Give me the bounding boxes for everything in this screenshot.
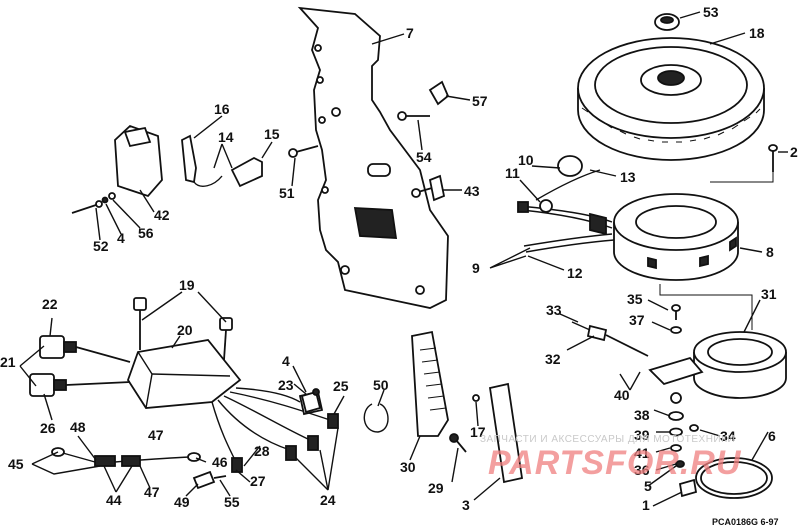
callout-number: 47	[148, 427, 164, 443]
terminal-cover-part	[488, 382, 524, 484]
callout-number: 57	[472, 93, 488, 109]
wire-harness-part	[211, 387, 339, 473]
wire-lead-part	[51, 447, 227, 490]
callout-number: 25	[333, 378, 349, 394]
callout-number: 21	[0, 354, 16, 370]
drawing-code: PCA0186G 6-97	[712, 517, 779, 527]
callout-number: 40	[614, 387, 630, 403]
clip-part	[300, 388, 322, 414]
callout-number: 38	[634, 407, 650, 423]
callout-number: 39	[634, 427, 650, 443]
callout-number: 7	[406, 25, 414, 41]
callout-number: 8	[766, 244, 774, 260]
callout-number: 22	[42, 296, 58, 312]
flywheel-part	[577, 37, 765, 161]
screw-part	[670, 304, 682, 334]
screw-part	[768, 144, 778, 172]
retaining-ring-part	[695, 457, 773, 499]
callout-number: 12	[567, 265, 583, 281]
callout-number: 19	[179, 277, 195, 293]
clamp-part	[428, 80, 450, 202]
callout-number: 5	[644, 478, 652, 494]
callout-number: 17	[470, 424, 486, 440]
armature-plate-part	[297, 6, 449, 309]
callout-number: 24	[320, 492, 336, 508]
callout-number: 11	[505, 165, 520, 181]
callout-number: 44	[106, 492, 122, 508]
terminal-block-part	[411, 330, 449, 437]
callout-number: 29	[428, 480, 444, 496]
callout-number: 45	[8, 456, 24, 472]
clip-part	[363, 403, 389, 433]
callout-number: 16	[214, 101, 230, 117]
callout-number: 54	[416, 149, 432, 165]
watermark-brand: PARTSFOR.RU	[488, 444, 742, 482]
callout-number: 36	[634, 462, 650, 478]
leader-line	[659, 284, 753, 330]
callout-number: 34	[720, 428, 736, 444]
callout-number: 23	[278, 377, 294, 393]
callout-number: 50	[373, 377, 389, 393]
stator-part	[613, 193, 739, 281]
callout-number: 4	[117, 230, 125, 246]
timer-base-part	[648, 331, 787, 399]
callout-number: 9	[472, 260, 480, 276]
callout-number: 2	[790, 144, 798, 160]
wire-harness-part	[517, 155, 615, 253]
nut-part	[654, 13, 680, 31]
callout-number: 3	[462, 497, 470, 513]
leader-bracket	[710, 172, 774, 183]
callout-number: 47	[144, 484, 160, 500]
screw-part	[288, 111, 433, 198]
callout-number: 1	[642, 497, 650, 513]
spark-plug-lead-part	[181, 134, 263, 188]
callout-number: 6	[768, 428, 776, 444]
callout-number: 10	[518, 152, 534, 168]
watermark-caption: ЗАПЧАСТИ И АКСЕССУАРЫ ДЛЯ МОТОТЕХНИКИ	[480, 434, 736, 445]
callout-number: 46	[212, 454, 228, 470]
callout-number: 20	[177, 322, 193, 338]
screw-part	[449, 433, 467, 453]
callout-number: 4	[282, 353, 290, 369]
connector-part	[29, 335, 131, 397]
callout-number: 37	[629, 312, 645, 328]
callout-number: 33	[546, 302, 562, 318]
power-pack-part	[127, 339, 242, 409]
callout-number: 55	[224, 494, 240, 510]
callout-number: 15	[264, 126, 280, 142]
screw-part	[71, 192, 116, 214]
callout-number: 52	[93, 238, 109, 254]
callout-number: 49	[174, 494, 190, 510]
callout-number: 18	[749, 25, 765, 41]
ignition-coil-part	[114, 124, 163, 198]
callout-number: 14	[218, 129, 234, 145]
callout-number: 35	[627, 291, 643, 307]
callout-number: 42	[154, 207, 170, 223]
callout-number: 41	[634, 445, 650, 461]
callout-number: 30	[400, 459, 416, 475]
callout-number: 26	[40, 420, 56, 436]
leader-lines	[19, 11, 788, 507]
callout-number: 28	[254, 443, 270, 459]
callout-number: 51	[279, 185, 295, 201]
callout-numbers: 53 18 7 57 2 16 14 15 54 10 13 11 51 43 …	[0, 4, 798, 513]
callout-number: 43	[464, 183, 480, 199]
callout-number: 32	[545, 351, 561, 367]
callout-number: 31	[761, 286, 777, 302]
callout-number: 13	[620, 169, 636, 185]
callout-number: 27	[250, 473, 266, 489]
screw-part	[133, 297, 233, 361]
callout-number: 56	[138, 225, 154, 241]
screw-part	[472, 394, 480, 402]
callout-number: 48	[70, 419, 86, 435]
callout-number: 53	[703, 4, 719, 20]
